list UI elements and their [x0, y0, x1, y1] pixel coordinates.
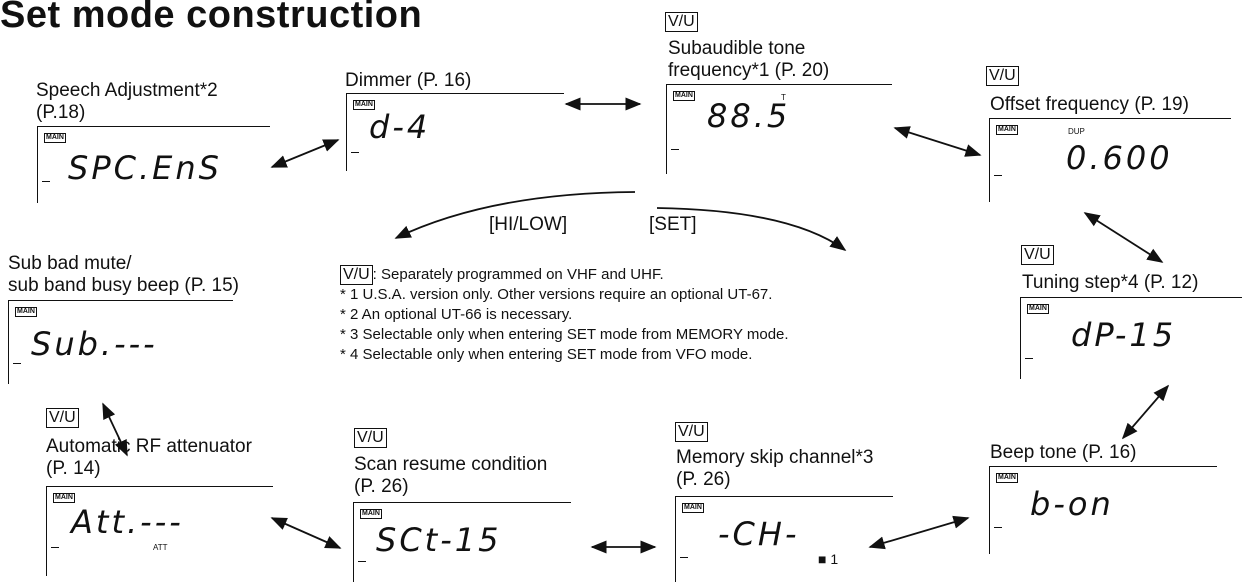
attenuator-label: Automatic RF attenuator (P. 14) — [46, 436, 252, 479]
tuning-display: MAIN dP-15 — [1020, 297, 1242, 379]
scan-display: MAIN SCt-15 — [353, 502, 571, 582]
scan-display-text: SCt-15 — [376, 521, 502, 559]
vu-badge: V/U — [354, 428, 387, 448]
note-1: * 1 U.S.A. version only. Other versions … — [340, 286, 773, 303]
arrow-set — [656, 207, 847, 251]
memskip-display-text: -CH- — [718, 515, 800, 553]
tuning-display-text: dP-15 — [1071, 316, 1177, 354]
beep-display-text: b-on — [1030, 485, 1114, 523]
speech-display: MAIN SPC.EnS — [37, 126, 270, 203]
attenuator-display: MAIN Att.--- ATT — [46, 486, 273, 576]
arrow-offset-tuning — [1083, 212, 1164, 263]
arrow-speech-dimmer — [270, 139, 340, 168]
arrow-attenuator-subband — [102, 402, 128, 457]
beep-label: Beep tone (P. 16) — [990, 442, 1137, 463]
att-indicator: ATT — [153, 543, 168, 552]
vu-badge: V/U — [46, 408, 79, 428]
dimmer-label: Dimmer (P. 16) — [345, 70, 472, 91]
vu-note: : Separately programmed on VHF and UHF. — [372, 266, 664, 283]
note-3: * 3 Selectable only when entering SET mo… — [340, 326, 789, 343]
offset-display-text: 0.600 — [1066, 139, 1173, 177]
vu-badge: V/U — [665, 12, 698, 32]
beep-display: MAIN b-on — [989, 466, 1217, 554]
scan-label: Scan resume condition (P. 26) — [354, 454, 548, 497]
tuning-label: Tuning step*4 (P. 12) — [1022, 272, 1199, 293]
note-2: * 2 An optional UT-66 is necessary. — [340, 306, 573, 323]
subtone-label: Subaudible tone frequency*1 (P. 20) — [668, 38, 830, 81]
dimmer-display: MAIN d-4 — [346, 93, 564, 171]
subband-display-text: Sub.--- — [31, 325, 158, 363]
offset-display: MAIN 0.600 DUP — [989, 118, 1231, 202]
dup-indicator: DUP — [1068, 127, 1085, 136]
speech-label: Speech Adjustment*2 (P.18) — [36, 80, 218, 123]
vu-badge: V/U — [1021, 245, 1054, 265]
tone-indicator: T — [781, 93, 786, 102]
subtone-display: MAIN 88.5 T — [666, 84, 892, 174]
set-key-label: [SET] — [649, 214, 697, 235]
note-4: * 4 Selectable only when entering SET mo… — [340, 346, 753, 363]
subband-label: Sub bad mute/ sub band busy beep (P. 15) — [8, 253, 239, 296]
vu-badge: V/U — [986, 66, 1019, 86]
subtone-display-text: 88.5 — [707, 97, 791, 135]
arrow-beep-memskip — [868, 515, 970, 550]
page-title: Set mode construction — [0, 0, 423, 36]
arrow-hi-low — [394, 191, 636, 239]
vu-badge: V/U — [340, 265, 373, 285]
attenuator-display-text: Att.--- — [71, 503, 184, 541]
arrow-tuning-beep — [1121, 384, 1170, 440]
vu-badge: V/U — [675, 422, 708, 442]
notes-block: V/U: Separately programmed on VHF and UH… — [340, 265, 789, 365]
memskip-label: Memory skip channel*3 (P. 26) — [676, 447, 874, 490]
arrow-scan-attenuator — [270, 517, 342, 549]
subband-display: MAIN Sub.--- — [8, 300, 233, 384]
arrow-subtone-offset — [893, 126, 982, 157]
dimmer-display-text: d-4 — [369, 108, 431, 146]
hi-low-key-label: [HI/LOW] — [489, 214, 568, 235]
speech-display-text: SPC.EnS — [68, 149, 222, 187]
memskip-display: MAIN -CH- ■ 1 — [675, 496, 893, 582]
offset-label: Offset frequency (P. 19) — [990, 94, 1189, 115]
memory-channel-indicator: ■ 1 — [818, 551, 839, 567]
